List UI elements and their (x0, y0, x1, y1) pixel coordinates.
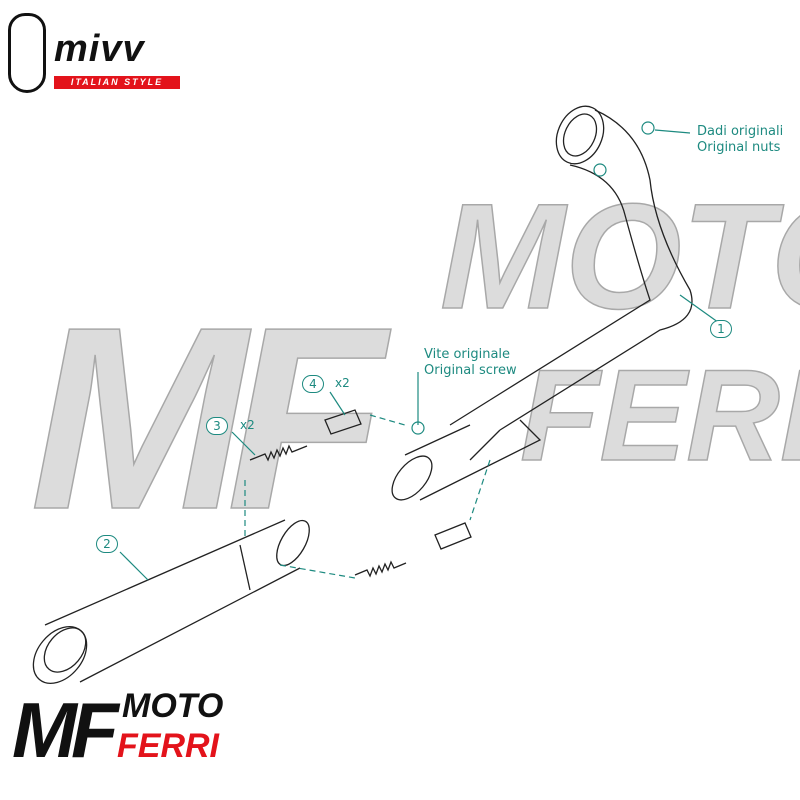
part-number-3: 3 (206, 417, 228, 435)
callout-screw: Vite originale Original screw (424, 347, 517, 379)
callout-nuts: Dadi originali Original nuts (697, 124, 783, 156)
callout-screw-it: Vite originale (424, 347, 511, 362)
mivv-wordmark: MIVV (54, 28, 145, 70)
mivv-tagline: ITALIAN STYLE (54, 76, 180, 89)
motoferri-initials: MF (12, 686, 119, 774)
watermark-ferri: FERRI (519, 341, 800, 489)
callout-screw-en: Original screw (424, 363, 517, 378)
link-pipe-part-2 (32, 519, 310, 684)
part-number-1: 1 (710, 320, 732, 338)
header-pipe-part-1 (391, 105, 693, 501)
callout-nuts-it: Dadi originali (697, 124, 784, 139)
mivv-logo: MIVV ITALIAN STYLE (8, 8, 188, 93)
part-number-4: 4 (302, 375, 324, 393)
motoferri-moto: MOTO (122, 687, 224, 725)
mivv-mascot-icon (8, 13, 46, 93)
sleeve-lower (434, 522, 472, 550)
spring-upper (249, 444, 308, 462)
motoferri-logo: MF MOTO FERRI (12, 685, 223, 785)
motoferri-ferri: FERRI (117, 727, 219, 765)
callout-nuts-en: Original nuts (697, 140, 781, 155)
part-4-qty: x2 (335, 376, 350, 390)
part-number-2: 2 (96, 535, 118, 553)
sleeve-upper (324, 409, 362, 435)
spring-lower (354, 560, 407, 578)
part-3-qty: x2 (240, 418, 255, 432)
